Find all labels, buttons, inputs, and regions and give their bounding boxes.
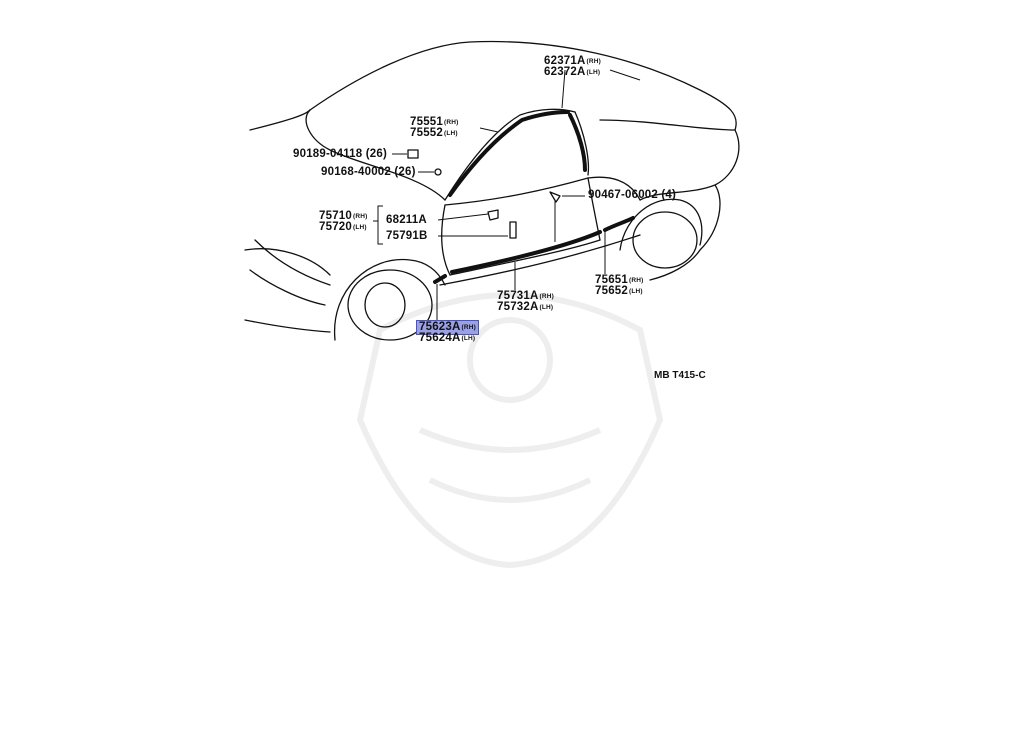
screw-part: [434, 168, 442, 176]
clip-part: [407, 149, 419, 159]
seal-part: [509, 221, 517, 239]
label-75710[interactable]: 75710(RH): [319, 210, 368, 222]
door-molding-strip: [450, 230, 602, 274]
rear-tire: [632, 211, 698, 269]
roof-front: [305, 109, 446, 201]
front-rim: [364, 282, 406, 328]
label-75791b[interactable]: 75791B: [386, 230, 428, 242]
label-75651[interactable]: 75651(RH): [595, 274, 644, 286]
roof-line: [309, 40, 737, 131]
nut-part: [549, 191, 561, 203]
rear-wheel-arch: [619, 198, 703, 251]
front-bumper-lower: [249, 269, 326, 306]
b-pillar: [587, 176, 641, 201]
rocker-line: [439, 234, 641, 286]
front-edge: [244, 319, 331, 333]
door-bottom: [449, 239, 601, 276]
label-75551[interactable]: 75551(RH): [410, 116, 459, 128]
label-75652[interactable]: 75652(LH): [595, 285, 643, 297]
window-channel: [448, 110, 570, 197]
label-75623a-highlighted[interactable]: 75623A(RH): [416, 320, 480, 335]
watermark-emblem: [356, 292, 664, 569]
rear-molding-strip: [603, 216, 635, 232]
bracket-part: [487, 209, 499, 221]
door-rear: [587, 177, 601, 241]
front-tire: [347, 269, 433, 341]
label-90467-06002[interactable]: 90467-06002 (4): [588, 189, 677, 201]
rear-bumper: [649, 184, 721, 281]
label-75732a[interactable]: 75732A(LH): [497, 301, 554, 313]
door-front: [441, 204, 451, 276]
front-wheel-arch: [334, 258, 446, 341]
leader-62371: [561, 69, 566, 109]
label-68211a[interactable]: 68211A: [386, 214, 427, 226]
window-channel-rear: [568, 113, 587, 172]
hood-line: [249, 109, 311, 131]
label-75731a[interactable]: 75731A(RH): [497, 290, 555, 302]
label-90168-40002[interactable]: 90168-40002 (26): [321, 166, 416, 178]
rear-deck: [599, 119, 736, 131]
label-75720[interactable]: 75720(LH): [319, 221, 367, 233]
hood-front: [244, 248, 331, 276]
label-62372a[interactable]: 62372A(LH): [544, 66, 601, 78]
leader-62371-b: [609, 69, 641, 81]
leader-75551: [479, 127, 499, 133]
front-bumper: [254, 239, 331, 286]
bracket-75710: [377, 205, 383, 245]
window-bottom: [444, 177, 589, 206]
label-75624a[interactable]: 75624A(LH): [419, 332, 476, 344]
label-62371a[interactable]: 62371A(RH): [544, 55, 602, 67]
a-pillar: [444, 108, 576, 201]
leader-68211: [437, 213, 489, 221]
diagram-code: MB T415-C: [654, 370, 706, 381]
label-75552[interactable]: 75552(LH): [410, 127, 458, 139]
label-90189-04118[interactable]: 90189-04118 (26): [293, 148, 387, 160]
front-molding-strip: [433, 274, 447, 284]
window-frame: [574, 111, 590, 176]
